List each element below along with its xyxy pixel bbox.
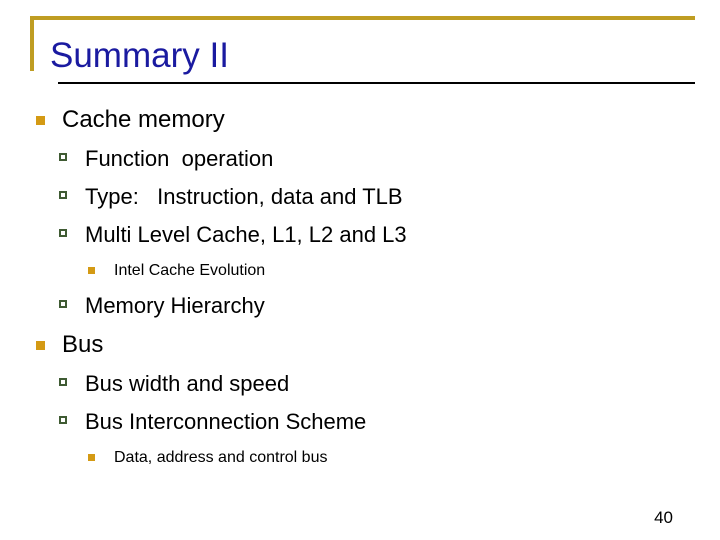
outline-item-label: Bus <box>62 331 104 358</box>
title-underline-rule <box>58 82 695 84</box>
outline-item-level-2: Function operation <box>0 140 720 178</box>
outline-item-level-3: Data, address and control bus <box>0 441 720 474</box>
outline-item-level-2: Type: Instruction, data and TLB <box>0 178 720 216</box>
filled-square-bullet-icon <box>36 341 45 350</box>
filled-square-bullet-icon <box>36 116 45 125</box>
outline-item-label: Memory Hierarchy <box>85 293 265 318</box>
outline-item-label: Data, address and control bus <box>114 449 328 466</box>
page-title: Summary II <box>50 36 229 75</box>
outline-item-level-1: Cache memory <box>0 100 720 140</box>
outline-item-label: Type: Instruction, data and TLB <box>85 184 403 209</box>
filled-square-bullet-icon <box>88 454 95 461</box>
filled-square-bullet-icon <box>88 267 95 274</box>
hollow-square-bullet-icon <box>59 378 67 386</box>
title-top-rule-decoration <box>30 16 695 20</box>
hollow-square-bullet-icon <box>59 191 67 199</box>
outline-item-label: Bus Interconnection Scheme <box>85 409 367 434</box>
page-number: 40 <box>654 508 673 527</box>
hollow-square-bullet-icon <box>59 300 67 308</box>
hollow-square-bullet-icon <box>59 229 67 237</box>
outline-item-level-2: Bus width and speed <box>0 365 720 403</box>
hollow-square-bullet-icon <box>59 416 67 424</box>
outline-item-level-3: Intel Cache Evolution <box>0 254 720 287</box>
outline-item-level-2: Multi Level Cache, L1, L2 and L3 <box>0 216 720 254</box>
title-left-bar-decoration <box>30 16 34 71</box>
outline-item-label: Function operation <box>85 146 274 171</box>
outline-item-label: Intel Cache Evolution <box>114 262 266 279</box>
outline-item-level-2: Memory Hierarchy <box>0 287 720 325</box>
outline-item-label: Multi Level Cache, L1, L2 and L3 <box>85 222 407 247</box>
hollow-square-bullet-icon <box>59 153 67 161</box>
outline-item-level-1: Bus <box>0 325 720 365</box>
outline-item-label: Bus width and speed <box>85 371 290 396</box>
outline-item-label: Cache memory <box>62 106 225 133</box>
outline-item-level-2: Bus Interconnection Scheme <box>0 403 720 441</box>
